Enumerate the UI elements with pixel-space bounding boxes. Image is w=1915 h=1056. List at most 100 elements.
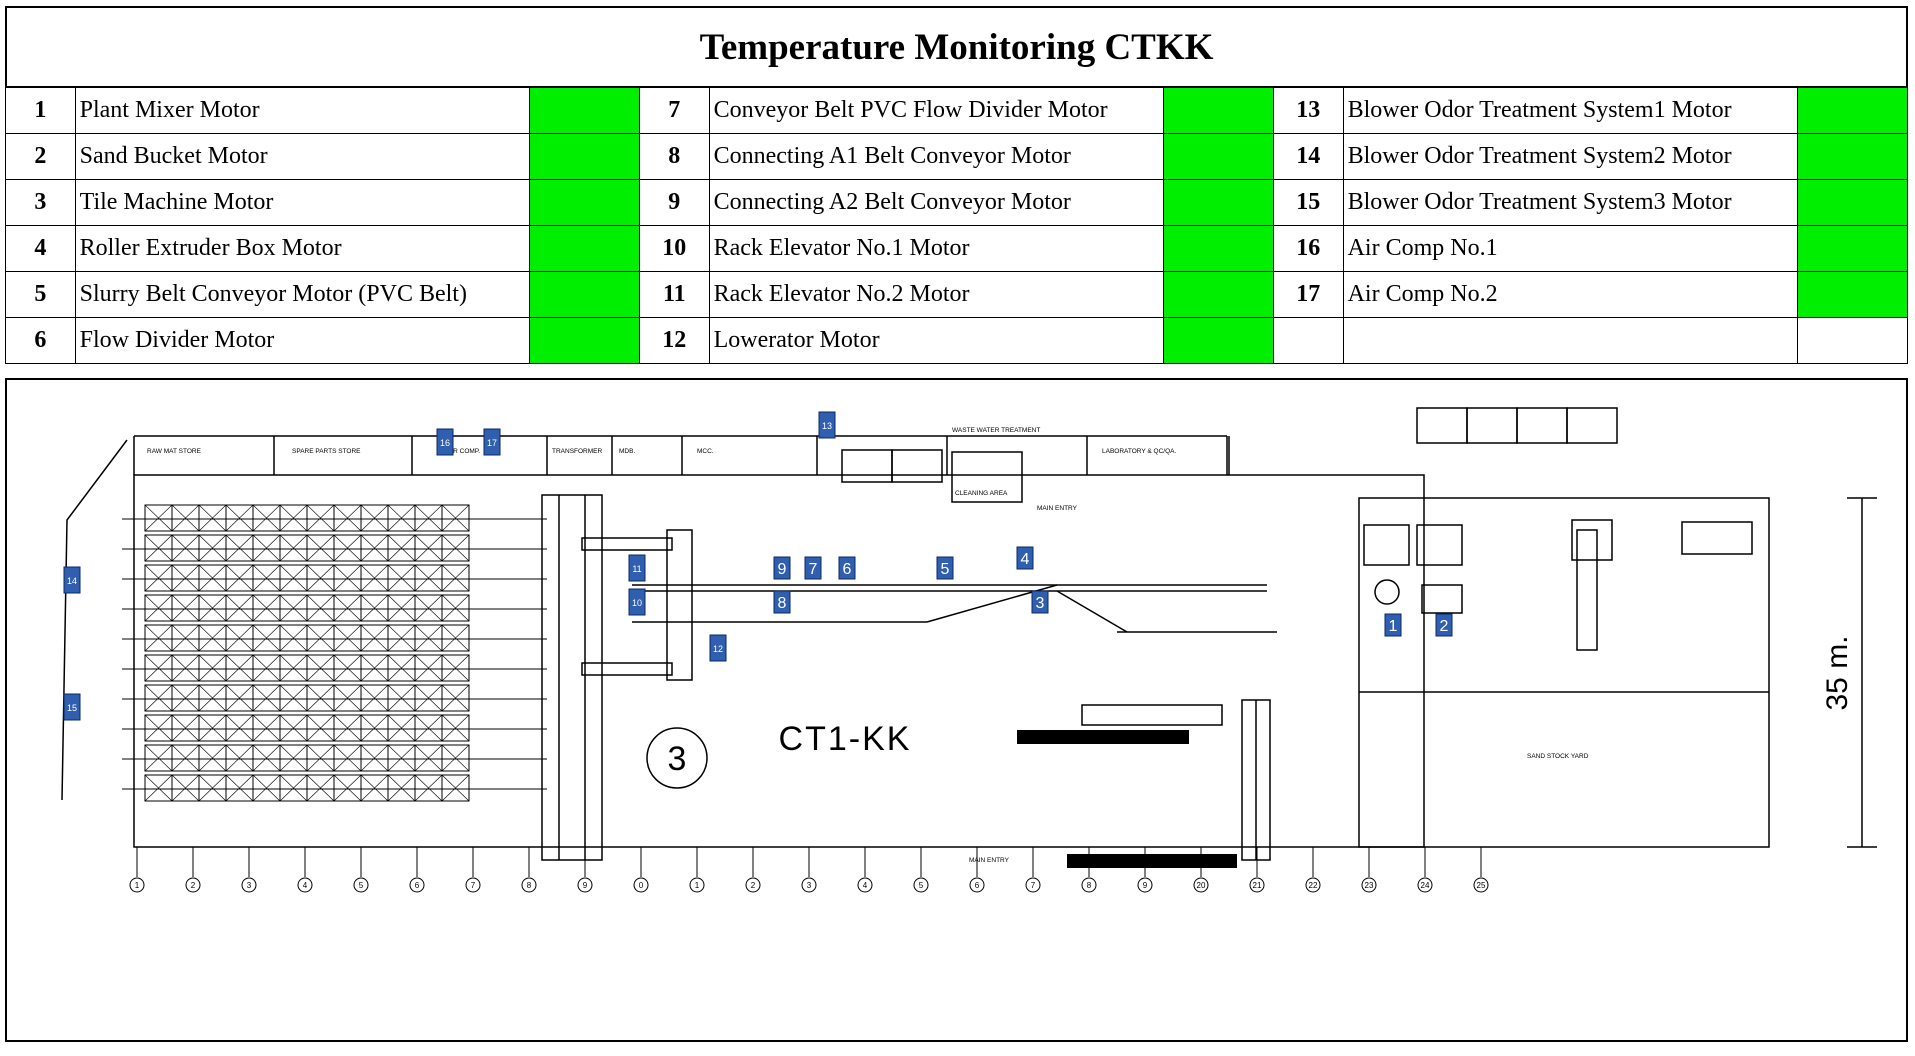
motor-name: Rack Elevator No.2 Motor bbox=[708, 271, 1165, 318]
motor-name: Air Comp No.2 bbox=[1342, 271, 1799, 318]
rack-cross bbox=[360, 774, 389, 802]
rack-cross bbox=[441, 714, 470, 742]
rack-cross bbox=[441, 624, 470, 652]
motor-status-cell bbox=[1797, 179, 1908, 226]
rack-cross bbox=[333, 684, 362, 712]
rack-cross bbox=[198, 774, 227, 802]
rack-cross bbox=[333, 594, 362, 622]
grid-label: 2 bbox=[191, 881, 196, 890]
rack-cross bbox=[144, 654, 173, 682]
motor-marker-label: 10 bbox=[632, 598, 642, 608]
grid-label: 3 bbox=[247, 881, 252, 890]
motor-status-cell bbox=[1163, 133, 1274, 180]
title-banner: Temperature Monitoring CTKK bbox=[5, 6, 1908, 88]
motor-status-cell bbox=[1797, 225, 1908, 272]
rack-cross bbox=[414, 534, 443, 562]
motor-status-cell bbox=[529, 133, 640, 180]
motor-marker-label: 9 bbox=[778, 561, 787, 578]
rack-cross bbox=[198, 744, 227, 772]
grid-label: 4 bbox=[303, 881, 308, 890]
grid-bubble bbox=[857, 877, 873, 893]
motor-status-cell bbox=[1163, 225, 1274, 272]
rack-cross bbox=[279, 624, 308, 652]
rack-cell bbox=[441, 654, 470, 682]
motor-marker-label: 5 bbox=[941, 561, 950, 578]
rack-cross bbox=[198, 714, 227, 742]
motor-marker-label: 16 bbox=[440, 438, 450, 448]
motor-marker bbox=[773, 556, 791, 580]
rack-cross bbox=[414, 564, 443, 592]
rack-cross bbox=[252, 564, 281, 592]
motor-marker bbox=[483, 428, 501, 456]
room-label: AIR COMP. bbox=[447, 448, 480, 455]
grid-bubble bbox=[633, 877, 649, 893]
grid-label: 1 bbox=[695, 881, 700, 890]
rack-cross bbox=[306, 624, 335, 652]
motor-marker-label: 6 bbox=[843, 561, 852, 578]
rack-cross bbox=[279, 594, 308, 622]
motor-marker-label: 12 bbox=[713, 644, 723, 654]
rack-cell bbox=[441, 564, 470, 592]
rack-cross bbox=[387, 654, 416, 682]
motor-marker-label: 17 bbox=[487, 438, 497, 448]
rack-cross bbox=[387, 504, 416, 532]
rack-cross bbox=[360, 504, 389, 532]
rack-cross bbox=[171, 714, 200, 742]
rack-cross bbox=[171, 684, 200, 712]
motor-name: Rack Elevator No.1 Motor bbox=[708, 225, 1165, 272]
motor-marker bbox=[838, 556, 856, 580]
motor-number: 8 bbox=[638, 133, 710, 180]
rack-cross bbox=[144, 504, 173, 532]
motor-status-cell bbox=[529, 271, 640, 318]
grid-bubble bbox=[689, 877, 705, 893]
motor-number: 5 bbox=[5, 271, 76, 318]
rack-cell bbox=[441, 624, 470, 652]
grid-label: 22 bbox=[1309, 881, 1318, 890]
grid-bubble bbox=[969, 877, 985, 893]
rack-cross bbox=[306, 744, 335, 772]
grid-label: 24 bbox=[1421, 881, 1430, 890]
rack-cross bbox=[198, 564, 227, 592]
motor-status-cell bbox=[1797, 317, 1908, 364]
rack-cross bbox=[306, 564, 335, 592]
motor-status-cell bbox=[1163, 87, 1274, 134]
grid-bubble bbox=[521, 877, 537, 893]
rack-cross bbox=[279, 564, 308, 592]
rack-cross bbox=[360, 534, 389, 562]
rack-cross bbox=[441, 684, 470, 712]
rack-cross bbox=[387, 684, 416, 712]
motor-name: Air Comp No.1 bbox=[1342, 225, 1799, 272]
dimension-label: 35 m. bbox=[1821, 635, 1854, 710]
rack-cross bbox=[441, 744, 470, 772]
grid-bubble bbox=[409, 877, 425, 893]
rack-cross bbox=[171, 744, 200, 772]
rack-cross bbox=[306, 684, 335, 712]
motor-name: Roller Extruder Box Motor bbox=[74, 225, 531, 272]
rack-cross bbox=[333, 774, 362, 802]
rack-cross bbox=[171, 594, 200, 622]
grid-bubble bbox=[297, 877, 313, 893]
grid-label: 9 bbox=[583, 881, 588, 890]
rack-cross bbox=[414, 684, 443, 712]
room-label: MDB. bbox=[619, 448, 635, 455]
grid-bubble bbox=[241, 877, 257, 893]
rack-cross bbox=[198, 504, 227, 532]
rack-cross bbox=[171, 504, 200, 532]
motor-marker bbox=[936, 556, 954, 580]
rack-cross bbox=[387, 564, 416, 592]
rack-cross bbox=[144, 714, 173, 742]
motor-marker bbox=[1435, 613, 1453, 637]
rack-cross bbox=[225, 654, 254, 682]
rack-cross bbox=[252, 774, 281, 802]
room-label: LABORATORY & QC/QA. bbox=[1102, 448, 1176, 455]
rack-cross bbox=[279, 774, 308, 802]
rack-cross bbox=[387, 714, 416, 742]
page-title: Temperature Monitoring CTKK bbox=[699, 26, 1214, 68]
rack-cross bbox=[144, 594, 173, 622]
motor-name: Sand Bucket Motor bbox=[74, 133, 531, 180]
rack-cross bbox=[441, 594, 470, 622]
